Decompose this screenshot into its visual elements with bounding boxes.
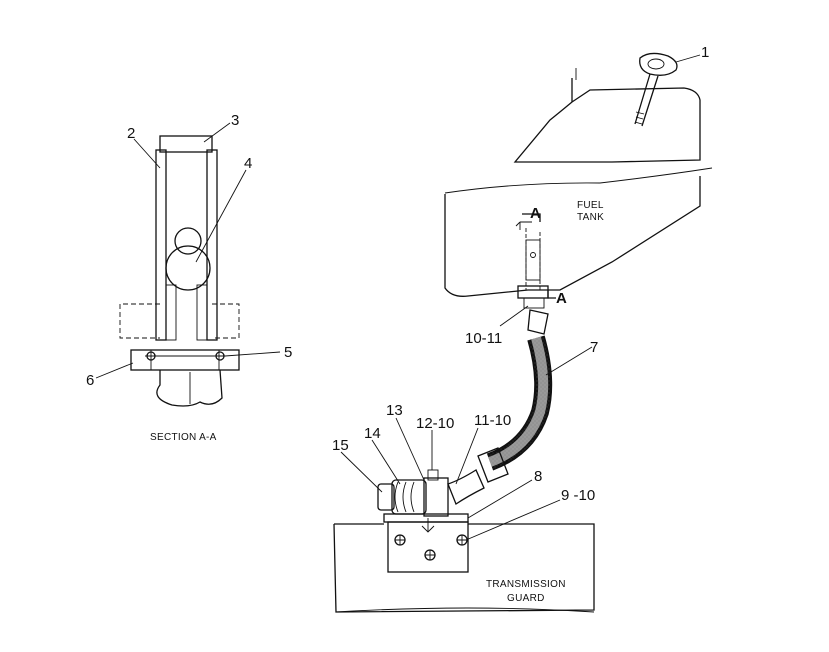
leader-8 [467,479,533,519]
bracket-bolt-crosses [395,535,467,560]
valve-cap [159,135,213,153]
check-ball-upper [174,227,202,255]
callout-12-10: 12-10 [416,415,454,432]
hose-ferrule-top [527,309,549,335]
transmission-label-1: TRANSMISSION [486,579,566,590]
tank-fitting [517,285,549,299]
guard-break-line [335,607,595,613]
callout-13: 13 [386,402,403,419]
callout-10-11: 10-11 [465,330,502,347]
callout-14: 14 [364,425,381,442]
leader-1 [675,54,701,63]
leader-13 [395,417,425,481]
o-ring-left [146,351,156,361]
tank-valve: A A 10-11 [465,205,567,347]
section-mark-top: A [530,205,541,222]
leader-14 [371,439,401,485]
callout-6: 6 [86,372,94,389]
callout-15: 15 [332,437,349,454]
leader-10-11 [499,305,529,327]
valve-port [530,252,536,258]
leader-7 [545,346,593,376]
elbow-fitting [447,469,485,505]
callout-8: 8 [534,468,542,485]
coupler-ribs [394,481,415,513]
valve-handle [515,221,532,230]
leader-6 [95,362,134,379]
fuel-hose: 7 [486,335,598,471]
fuel-cap-inner [647,58,665,70]
bracket-top [383,513,469,523]
section-dashed-outline-right [212,303,240,339]
bracket-arrow [421,518,435,533]
inner-sleeve-left [165,284,177,341]
tank-lower-outline [444,176,701,297]
leader-2 [133,138,161,169]
leader-15 [340,451,383,493]
vent-tube-thread [634,111,645,125]
tank-fitting-nut [523,297,545,309]
transmission-label-2: GUARD [507,593,545,604]
tank-upper-outline [513,78,701,163]
section-dashed-outline-left [119,303,160,339]
callout-1: 1 [701,44,709,61]
check-ball [165,245,211,291]
tube-wall-left [155,149,167,341]
lower-valve-assembly: TRANSMISSION GUARD 15 14 13 12-10 11-10 … [332,402,595,613]
valve-stem-hidden [525,228,541,290]
section-view: 2 3 4 5 6 SECTION A-A [86,112,292,443]
fuel-tank-label-2: TANK [577,212,604,223]
vent-tube [634,73,659,127]
section-label: SECTION A-A [150,432,217,443]
fuel-tank: 1 FUEL TANK [444,44,713,297]
transmission-guard [333,523,595,613]
tank-break-line [444,167,713,194]
leader-3 [203,122,231,143]
callout-5: 5 [284,344,292,361]
callout-9-10: 9 -10 [561,487,595,504]
leader-4 [195,169,247,263]
leader-5 [224,351,281,357]
end-cap [377,483,395,511]
lower-valve-top [427,469,439,481]
leader-9-10 [465,499,561,541]
hose-ferrule-bottom [477,447,509,483]
section-arrow-top [522,213,541,222]
callout-7: 7 [590,339,598,356]
tube-wall-right [206,149,218,341]
section-pipe-below [156,369,223,407]
fuel-cap [639,52,678,76]
callout-3: 3 [231,112,239,129]
o-ring-right [215,351,225,361]
lower-valve-body [423,477,449,517]
callout-4: 4 [244,155,252,172]
section-arrow-bottom [547,290,556,299]
leader-11-10 [455,427,479,485]
callout-2: 2 [127,125,135,142]
fuel-tank-label-1: FUEL [577,200,604,211]
valve-body [525,239,541,281]
section-mark-bottom: A [556,290,567,307]
callout-11-10: 11-10 [474,412,511,429]
inner-sleeve-right [196,284,208,341]
hose-highlight [488,336,549,467]
